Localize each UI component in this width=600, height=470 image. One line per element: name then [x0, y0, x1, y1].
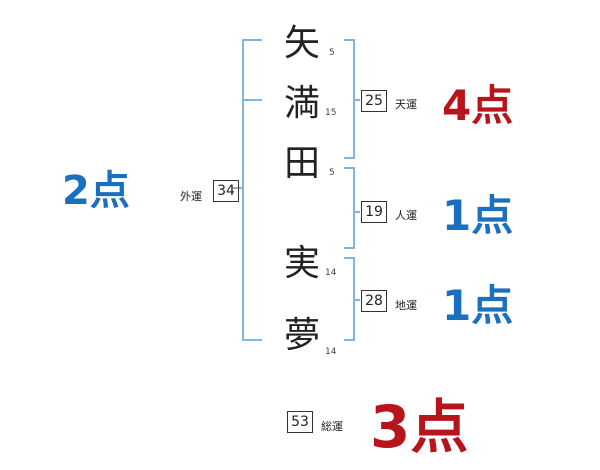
name-char-2: 満: [284, 83, 321, 124]
tenkaku-score: 4点: [442, 81, 514, 130]
stroke-count-3: 5: [329, 168, 335, 178]
stroke-count-2: 15: [325, 108, 337, 118]
chikaku-value-box: 28: [361, 290, 387, 312]
stroke-count-1: 5: [329, 48, 335, 58]
chikaku-bracket: [344, 257, 355, 341]
chikaku-score: 1点: [442, 281, 514, 330]
jinkaku-score: 1点: [442, 191, 514, 240]
tenkaku-bracket: [344, 39, 355, 159]
jinkaku-value-box: 19: [361, 201, 387, 223]
soukaku-label: 総運: [321, 420, 343, 433]
name-char-4: 実: [284, 243, 321, 284]
tenkaku-value-box: 25: [361, 90, 387, 112]
gaikaku-score: 2点: [62, 168, 130, 214]
soukaku-value-box: 53: [287, 411, 313, 433]
name-char-3: 田: [284, 143, 321, 184]
name-char-5: 夢: [284, 315, 321, 356]
gaikaku-label: 外運: [180, 190, 202, 203]
chikaku-label: 地運: [395, 299, 417, 312]
jinkaku-label: 人運: [395, 209, 417, 222]
stroke-count-4: 14: [325, 268, 337, 278]
tenkaku-label: 天運: [395, 98, 417, 111]
soukaku-score: 3点: [370, 393, 469, 461]
name-char-1: 矢: [284, 23, 321, 64]
outer-bracket: [242, 39, 262, 341]
jinkaku-bracket: [344, 167, 355, 249]
stroke-count-5: 14: [325, 347, 337, 357]
gaikaku-value-box: 34: [213, 180, 239, 202]
